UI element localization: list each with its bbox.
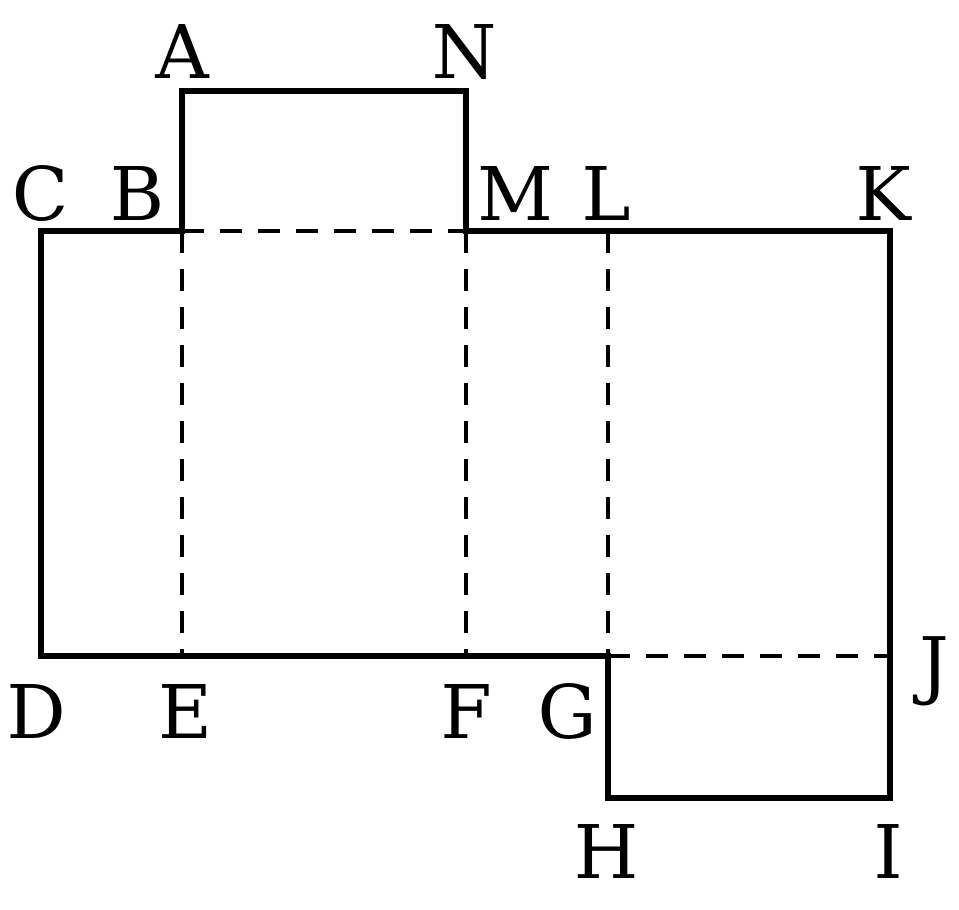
outline-top-tab <box>179 88 469 234</box>
label-M: M <box>477 152 553 238</box>
label-F: F <box>440 670 491 756</box>
label-N: N <box>432 10 497 96</box>
outline-bottom-tab <box>605 653 893 801</box>
label-H: H <box>574 810 639 896</box>
fold-lines <box>180 229 890 658</box>
label-D: D <box>6 670 65 756</box>
label-G: G <box>537 670 596 756</box>
label-L: L <box>581 152 630 238</box>
solid-edges <box>38 88 893 801</box>
label-C: C <box>12 152 69 238</box>
label-I: I <box>873 810 902 896</box>
label-A: A <box>154 10 210 96</box>
label-K: K <box>855 152 912 238</box>
label-E: E <box>158 670 212 756</box>
label-B: B <box>110 152 164 238</box>
label-J: J <box>912 622 949 708</box>
vertex-labels: A N C B M L K D E F G J H I <box>6 10 949 896</box>
